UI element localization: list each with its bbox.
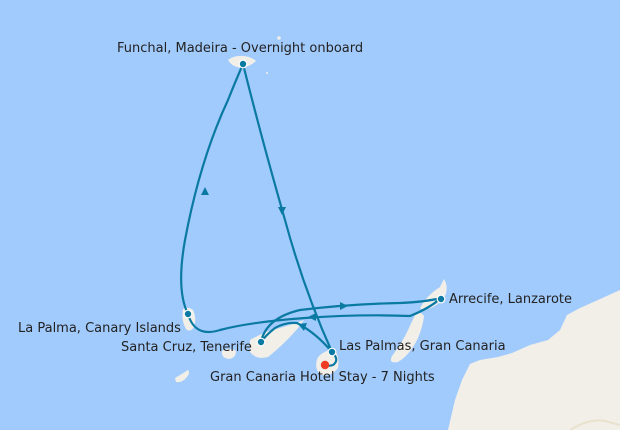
port-dot-las-palmas[interactable] xyxy=(327,347,337,357)
arrow-left-icon xyxy=(308,313,316,321)
port-dot-funchal[interactable] xyxy=(238,59,248,69)
port-markers xyxy=(183,59,446,370)
island-tenerife xyxy=(250,320,304,358)
island-desertas xyxy=(266,72,268,74)
route-la-palma-to-funchal xyxy=(180,63,245,315)
port-dot-arrecife[interactable] xyxy=(436,294,446,304)
route-lines xyxy=(180,63,442,367)
island-porto-santo xyxy=(277,36,281,40)
island-el-hierro xyxy=(175,370,190,383)
island-fuerteventura xyxy=(390,312,424,363)
port-dot-la-palma[interactable] xyxy=(183,309,193,319)
arrow-upleft-icon xyxy=(298,323,307,331)
port-label-funchal: Funchal, Madeira - Overnight onboard xyxy=(117,41,364,56)
port-label-santa-cruz: Santa Cruz, Tenerife xyxy=(121,340,252,355)
island-la-gomera xyxy=(221,349,236,359)
port-label-arrecife: Arrecife, Lanzarote xyxy=(449,292,573,307)
hotel-dot-gran-canaria[interactable] xyxy=(320,360,330,370)
route-funchal-to-las-palmas xyxy=(241,63,334,353)
port-dot-santa-cruz[interactable] xyxy=(256,337,266,347)
port-label-la-palma: La Palma, Canary Islands xyxy=(18,321,181,336)
route-arrecife-to-la-palma xyxy=(186,297,442,334)
arrow-up-icon xyxy=(201,187,209,195)
hotel-label-gran-canaria: Gran Canaria Hotel Stay - 7 Nights xyxy=(210,370,435,385)
africa-coastline xyxy=(448,290,620,430)
port-label-las-palmas: Las Palmas, Gran Canaria xyxy=(339,339,506,354)
arrow-right-icon xyxy=(340,302,348,310)
route-arrows xyxy=(201,187,348,331)
inland-road xyxy=(569,419,620,430)
arrow-down-icon xyxy=(278,207,286,215)
route-las-palmas-to-santa-cruz xyxy=(260,321,333,353)
